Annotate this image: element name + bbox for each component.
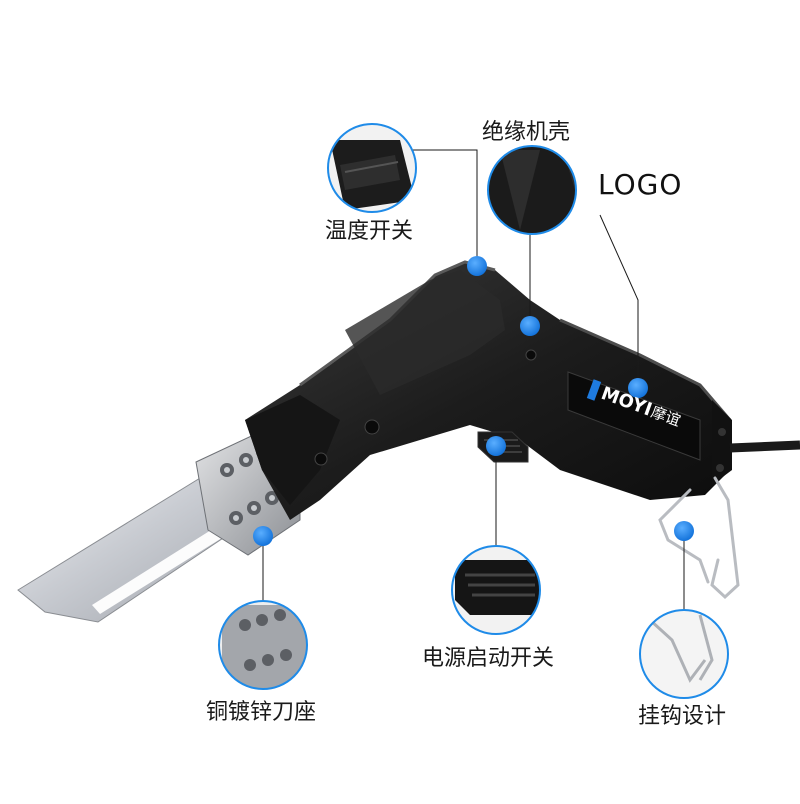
hanging-hook <box>658 476 740 600</box>
marker-dots <box>253 256 694 546</box>
callout-power-switch <box>451 545 541 635</box>
marker-insulated-housing <box>520 316 540 336</box>
marker-temperature-switch <box>467 256 487 276</box>
callout-insulated-housing <box>487 145 577 235</box>
marker-power-switch <box>486 436 506 456</box>
marker-hook <box>674 521 694 541</box>
leader-lines <box>262 149 685 610</box>
label-logo: LOGO <box>598 168 683 201</box>
callout-hook <box>639 609 729 699</box>
label-temperature-switch: 温度开关 <box>325 219 414 244</box>
label-insulated-housing: 绝缘机壳 <box>482 120 571 145</box>
marker-blade-seat <box>253 526 273 546</box>
label-power-switch: 电源启动开关 <box>422 646 555 671</box>
callout-blade-seat <box>218 600 308 690</box>
label-hook-design: 挂钩设计 <box>638 704 727 729</box>
power-cord <box>729 440 800 453</box>
marker-logo <box>628 378 648 398</box>
label-blade-seat: 铜镀锌刀座 <box>206 700 317 725</box>
callout-temperature-switch <box>327 123 417 213</box>
gun-body <box>245 260 732 520</box>
